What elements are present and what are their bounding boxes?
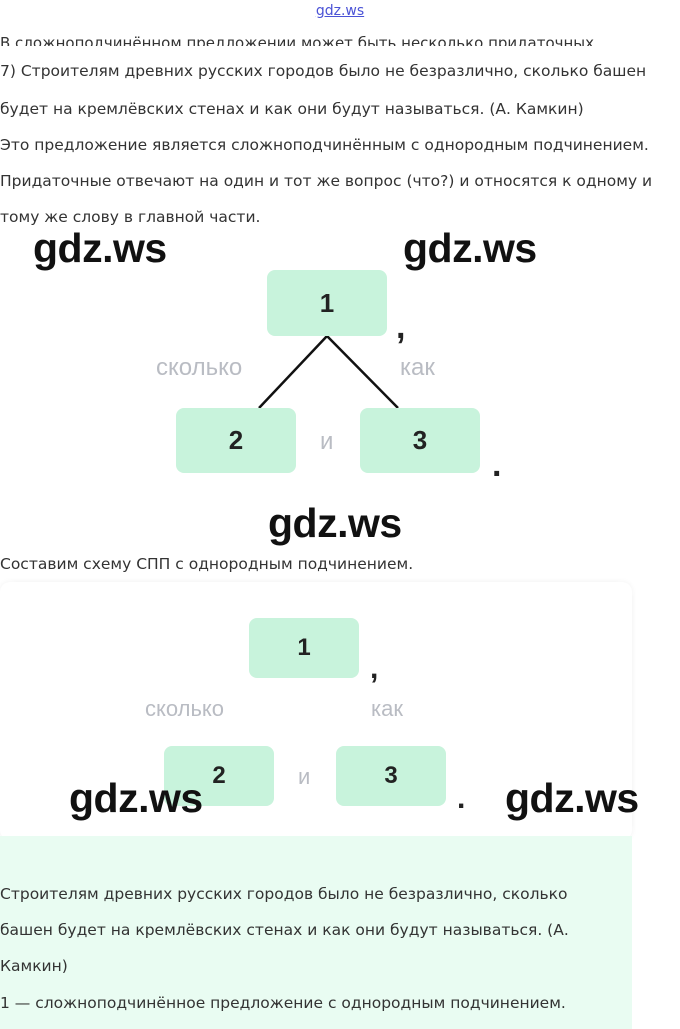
scheme-box-left: 2 [176, 408, 296, 473]
scheme-line-left [258, 335, 328, 409]
scheme-box-right: 3 [360, 408, 480, 473]
answer-note: 1 — сложноподчинённое предложение с одно… [0, 994, 566, 1012]
answer-sentence: Строителям древних русских городов было … [0, 885, 569, 975]
site-link[interactable]: gdz.ws [315, 3, 365, 19]
scheme-comma: , [370, 652, 379, 685]
explanation-text: Это предложение является сложноподчинённ… [0, 136, 653, 226]
and-label: и [298, 764, 311, 789]
answer-panel [0, 836, 632, 1029]
scheme-box-right: 3 [336, 746, 446, 806]
watermark: gdz.ws [33, 225, 167, 271]
conj-left-label: сколько [156, 354, 243, 381]
scheme-box-main: 1 [267, 270, 387, 336]
scheme-period: . [457, 782, 466, 815]
example-sentence: 7) Строителям древних русских городов бы… [0, 62, 647, 118]
watermark: gdz.ws [69, 775, 203, 821]
scheme-caption: Составим схему СПП с однородным подчинен… [0, 555, 414, 573]
scheme-box-main: 1 [249, 618, 359, 678]
watermark: gdz.ws [505, 775, 639, 821]
scheme-line-right [326, 335, 399, 409]
intro-line-cut: В сложноподчинённом предложении может бы… [0, 34, 595, 46]
and-label: и [320, 428, 334, 455]
conj-left-label: сколько [145, 696, 225, 721]
scheme-period: . [492, 446, 502, 484]
scheme-comma: , [396, 308, 406, 346]
scheme-box-left: 2 [164, 746, 274, 806]
conj-right-label: как [400, 354, 435, 381]
watermark: gdz.ws [268, 500, 402, 546]
conj-right-label: как [371, 696, 403, 721]
watermark: gdz.ws [403, 225, 537, 271]
